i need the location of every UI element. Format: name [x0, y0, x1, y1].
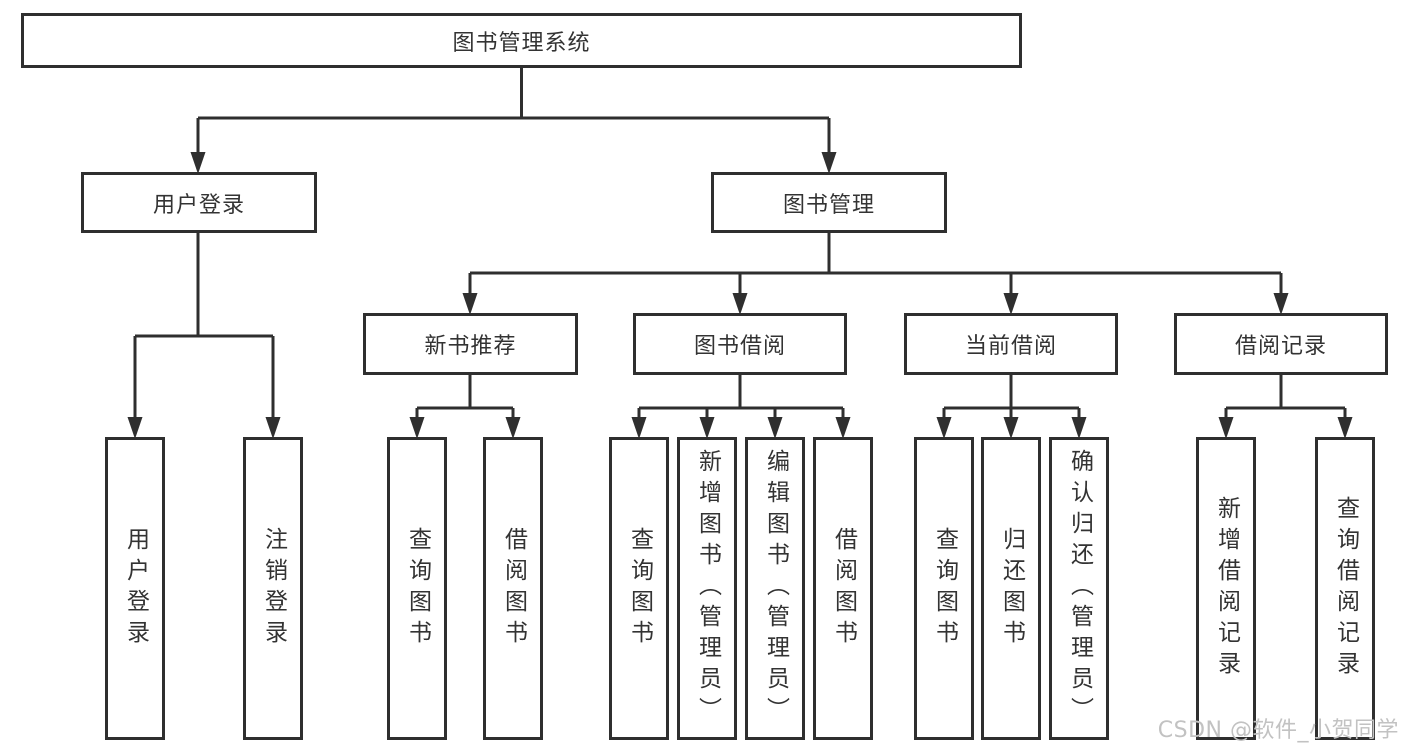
leaf-add-book-admin: 新增图书（管理员） [677, 437, 737, 740]
node-label: 借阅图书 [500, 526, 527, 651]
leaf-return-book: 归还图书 [981, 437, 1041, 740]
leaf-query-borrow-record: 查询借阅记录 [1315, 437, 1375, 740]
leaf-query-books-recommend: 查询图书 [387, 437, 447, 740]
node-label: 查询借阅记录 [1332, 495, 1359, 682]
node-label: 借阅记录 [1234, 334, 1327, 359]
leaf-logout: 注销登录 [243, 437, 303, 740]
node-label: 查询图书 [404, 526, 431, 651]
watermark: CSDN @软件_小贺同学 [1157, 718, 1399, 743]
node-book-management-system: 图书管理系统 [21, 13, 1022, 68]
leaf-confirm-return-admin: 确认归还（管理员） [1049, 437, 1109, 740]
node-label: 查询图书 [931, 526, 958, 651]
leaf-borrow-books-borrowing: 借阅图书 [813, 437, 873, 740]
node-label: 注销登录 [260, 526, 287, 651]
leaf-query-books-current: 查询图书 [914, 437, 974, 740]
leaf-query-books-borrowing: 查询图书 [609, 437, 669, 740]
node-label: 图书管理系统 [452, 30, 591, 56]
node-label: 借阅图书 [830, 526, 857, 651]
node-user-login: 用户登录 [81, 172, 317, 233]
node-label: 当前借阅 [964, 334, 1057, 359]
node-label: 图书借阅 [693, 334, 786, 359]
node-label: 用户登录 [122, 526, 149, 651]
node-label: 新增借阅记录 [1213, 495, 1240, 682]
leaf-add-borrow-record: 新增借阅记录 [1196, 437, 1256, 740]
node-book-management: 图书管理 [711, 172, 947, 233]
node-label: 编辑图书（管理员） [762, 449, 789, 728]
node-label: 用户登录 [152, 192, 245, 218]
leaf-user-login: 用户登录 [105, 437, 165, 740]
node-label: 归还图书 [998, 526, 1025, 651]
node-label: 新增图书（管理员） [694, 449, 721, 728]
node-label: 查询图书 [626, 526, 653, 651]
node-label: 新书推荐 [424, 334, 517, 359]
node-label: 图书管理 [782, 192, 875, 218]
node-label: 确认归还（管理员） [1066, 449, 1093, 728]
leaf-borrow-books-recommend: 借阅图书 [483, 437, 543, 740]
node-new-book-recommend: 新书推荐 [363, 313, 578, 375]
node-book-borrowing: 图书借阅 [633, 313, 847, 375]
leaf-edit-book-admin: 编辑图书（管理员） [745, 437, 805, 740]
node-borrow-records: 借阅记录 [1174, 313, 1388, 375]
node-current-borrowing: 当前借阅 [904, 313, 1118, 375]
